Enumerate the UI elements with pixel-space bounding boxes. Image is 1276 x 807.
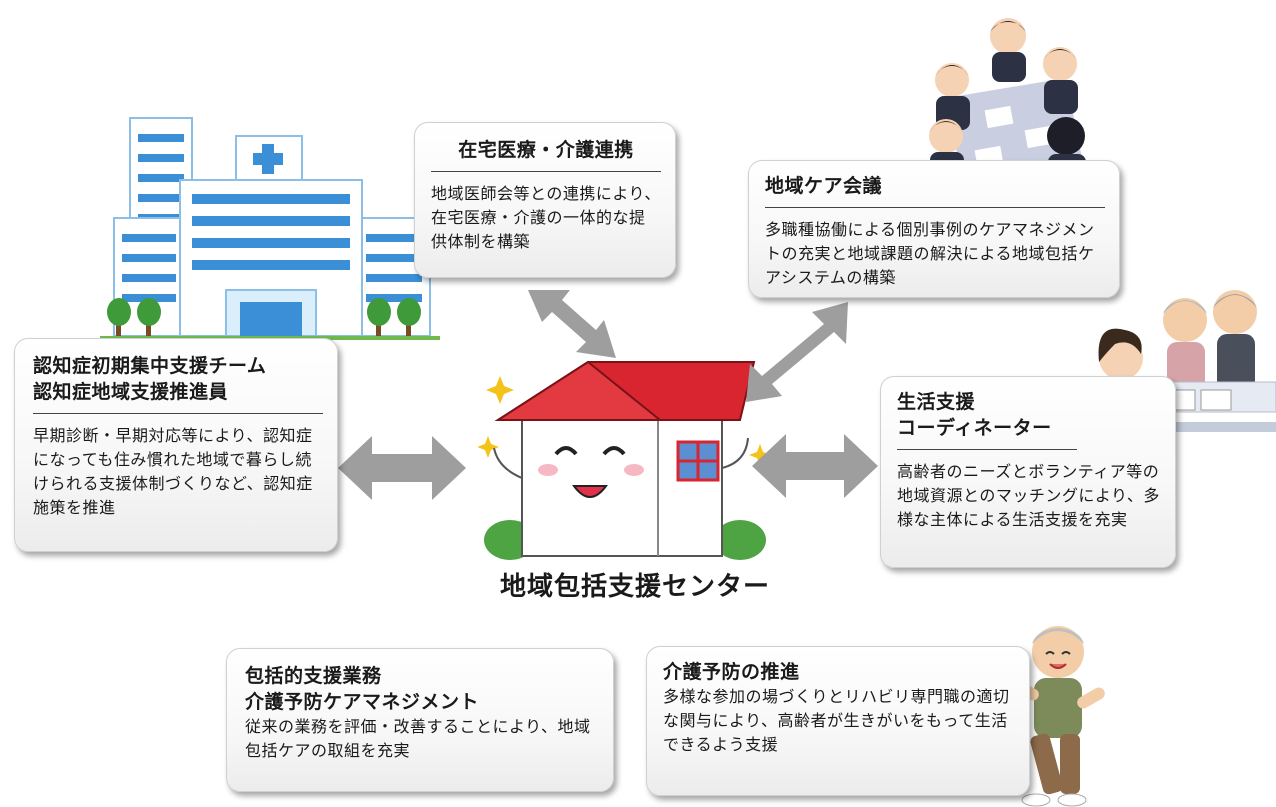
card-life-support-coordinator: 生活支援 コーディネーター 高齢者のニーズとボランティア等の地域資源とのマッチン… <box>880 376 1176 568</box>
card-body: 高齢者のニーズとボランティア等の地域資源とのマッチングにより、多様な主体による生… <box>897 462 1160 529</box>
card-title: 地域ケア会議 <box>765 173 1105 208</box>
card-home-medical-care: 在宅医療・介護連携 地域医師会等との連携により、在宅医療・介護の一体的な提供体制… <box>414 122 676 278</box>
house-mascot-icon <box>478 360 771 560</box>
arrow-top-left <box>528 290 616 358</box>
card-title: 生活支援 <box>897 391 976 413</box>
card-title: 認知症初期集中支援チーム <box>33 355 267 377</box>
card-body: 従来の業務を評価・改善することにより、地域包括ケアの取組を充実 <box>245 717 591 760</box>
card-body: 地域医師会等との連携により、在宅医療・介護の一体的な提供体制を構築 <box>431 184 661 251</box>
card-care-prevention: 介護予防の推進 多様な参加の場づくりとリハビリ専門職の適切な関与により、高齢者が… <box>646 646 1030 796</box>
card-comprehensive-support: 包括的支援業務 介護予防ケアマネジメント 従来の業務を評価・改善することにより、… <box>226 648 614 792</box>
card-title: コーディネーター <box>897 415 1077 450</box>
center-label: 地域包括支援センター <box>499 572 770 602</box>
card-title: 在宅医療・介護連携 <box>431 137 661 172</box>
card-title: 介護予防の推進 <box>663 661 800 683</box>
arrow-left <box>338 436 466 500</box>
card-title: 認知症地域支援推進員 <box>33 379 323 414</box>
card-community-care-meeting: 地域ケア会議 多職種協働による個別事例のケアマネジメントの充実と地域課題の解決に… <box>748 160 1120 298</box>
arrow-top-right <box>746 302 848 402</box>
elderly-exercise-icon <box>1011 626 1105 807</box>
arrow-right <box>752 434 878 498</box>
card-dementia-support: 認知症初期集中支援チーム 認知症地域支援推進員 早期診断・早期対応等により、認知… <box>14 338 338 552</box>
card-body: 多様な参加の場づくりとリハビリ専門職の適切な関与により、高齢者が生きがいをもって… <box>663 687 1010 754</box>
hospital-icon <box>100 117 440 340</box>
card-title: 包括的支援業務 <box>245 665 382 687</box>
card-body: 多職種協働による個別事例のケアマネジメントの充実と地域課題の解決による地域包括ケ… <box>765 220 1095 287</box>
card-body: 早期診断・早期対応等により、認知症になっても住み慣れた地域で暮らし続けられる支援… <box>33 426 313 517</box>
card-title: 介護予防ケアマネジメント <box>245 691 480 713</box>
